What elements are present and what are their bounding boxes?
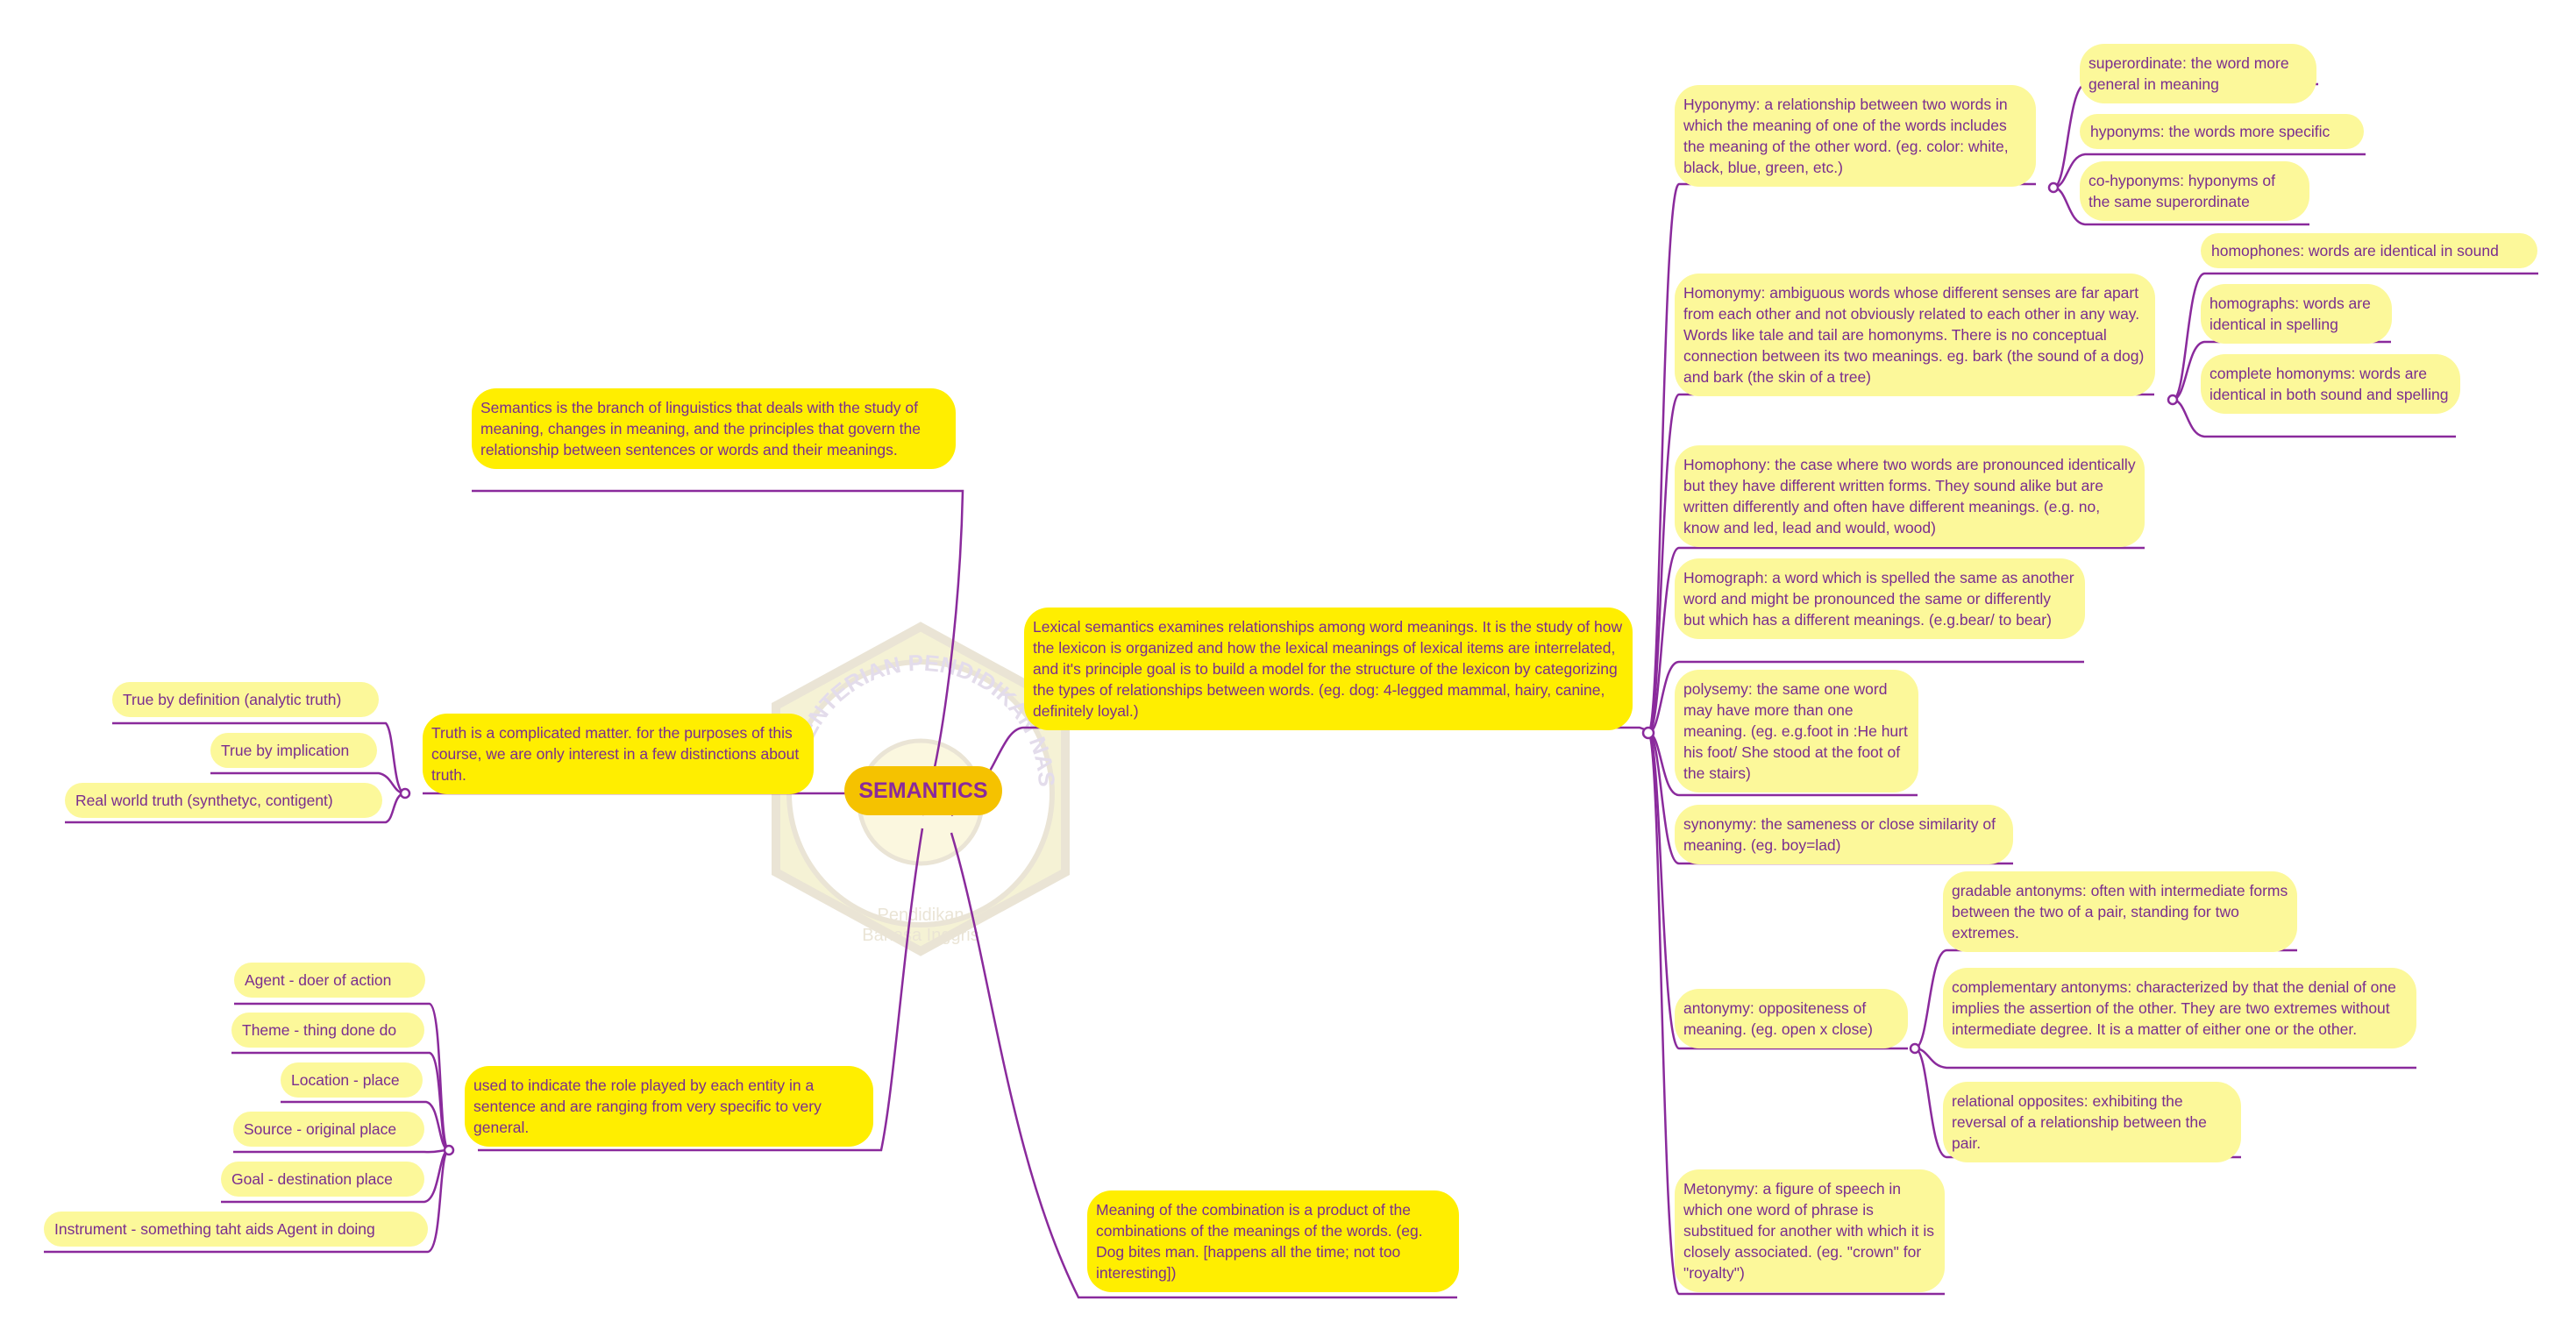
node-homographs[interactable]: homographs: words are identical in spell… [2201, 284, 2392, 344]
node-real-world-truth[interactable]: Real world truth (synthetyc, contigent) [65, 783, 382, 818]
node-synonymy[interactable]: synonymy: the sameness or close similari… [1675, 805, 2013, 864]
node-antonymy[interactable]: antonymy: oppositeness of meaning. (eg. … [1675, 989, 1908, 1048]
logo-caption-line1: Pendidikan [878, 906, 964, 925]
node-hyponyms[interactable]: hyponyms: the words more specific [2080, 114, 2364, 149]
node-polysemy[interactable]: polysemy: the same one word may have mor… [1675, 670, 1918, 792]
node-superordinate[interactable]: superordinate: the word more general in … [2080, 44, 2316, 103]
node-truth[interactable]: Truth is a complicated matter. for the p… [423, 714, 814, 794]
node-complete-homonyms[interactable]: complete homonyms: words are identical i… [2201, 354, 2460, 414]
node-relational-opposites[interactable]: relational opposites: exhibiting the rev… [1943, 1082, 2241, 1162]
node-co-hyponyms[interactable]: co-hyponyms: hyponyms of the same supero… [2080, 161, 2309, 221]
node-role-instrument[interactable]: Instrument - something taht aids Agent i… [44, 1212, 428, 1247]
node-semantics-definition[interactable]: Semantics is the branch of linguistics t… [472, 388, 956, 469]
node-homophony[interactable]: Homophony: the case where two words are … [1675, 445, 2145, 547]
node-metonymy[interactable]: Metonymy: a figure of speech in which on… [1675, 1169, 1945, 1292]
node-role-location[interactable]: Location - place [281, 1062, 423, 1098]
node-role-agent[interactable]: Agent - doer of action [234, 963, 425, 998]
node-true-by-implication[interactable]: True by implication [210, 733, 377, 768]
node-meaning-of-combination[interactable]: Meaning of the combination is a product … [1087, 1190, 1459, 1292]
node-thematic-roles[interactable]: used to indicate the role played by each… [465, 1066, 873, 1147]
node-complementary-antonyms[interactable]: complementary antonyms: characterized by… [1943, 968, 2416, 1048]
root-node-semantics[interactable]: SEMANTICS [844, 766, 1002, 815]
node-homograph[interactable]: Homograph: a word which is spelled the s… [1675, 558, 2085, 639]
node-homophones[interactable]: homophones: words are identical in sound [2201, 233, 2537, 268]
node-role-source[interactable]: Source - original place [233, 1112, 424, 1147]
node-lexical-semantics[interactable]: Lexical semantics examines relationships… [1024, 608, 1633, 730]
logo-caption-line2: Bahasa Inggris [862, 926, 978, 945]
node-role-theme[interactable]: Theme - thing done do [231, 1013, 424, 1048]
node-gradable-antonyms[interactable]: gradable antonyms: often with intermedia… [1943, 871, 2297, 952]
node-true-by-definition[interactable]: True by definition (analytic truth) [112, 682, 379, 717]
node-homonymy[interactable]: Homonymy: ambiguous words whose differen… [1675, 274, 2155, 396]
node-role-goal[interactable]: Goal - destination place [221, 1162, 424, 1197]
node-hyponymy[interactable]: Hyponymy: a relationship between two wor… [1675, 85, 2036, 187]
